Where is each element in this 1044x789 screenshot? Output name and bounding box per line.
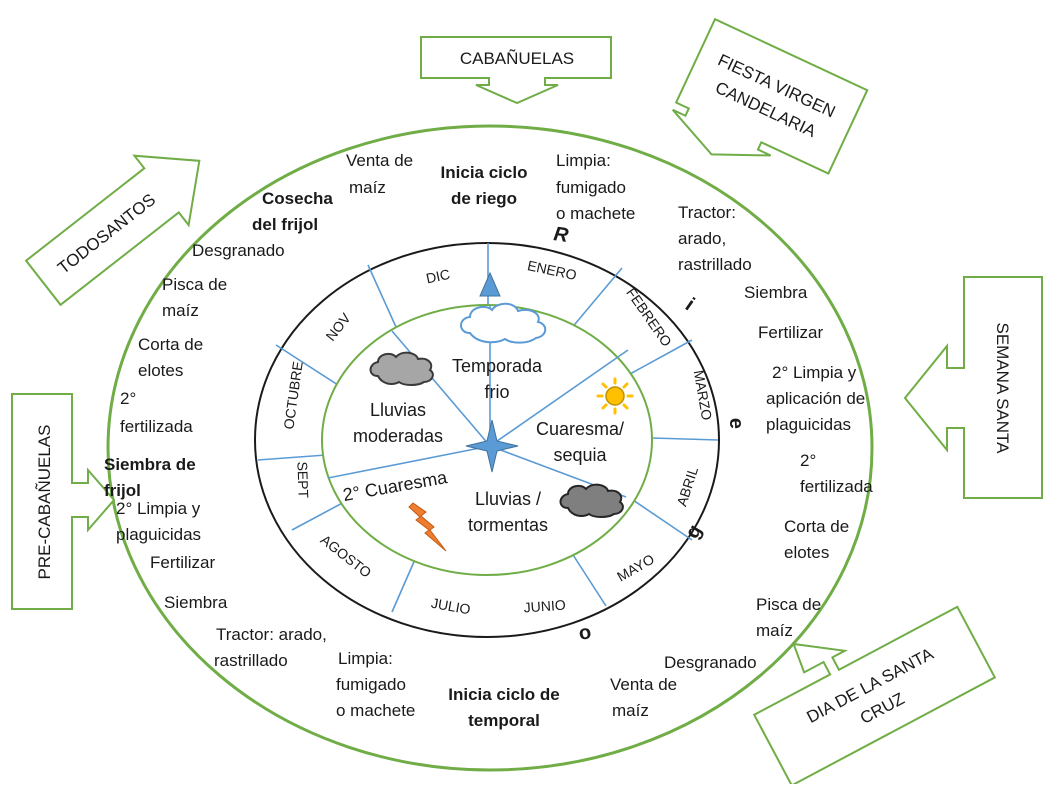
lightning-icon [408, 502, 447, 552]
act-siembra-left: Siembra [164, 593, 228, 612]
act-corta-right-2: elotes [784, 543, 829, 562]
act-tractor-top-2: arado, [678, 229, 726, 248]
season-cuaresma-line2: sequia [553, 445, 607, 465]
divider-febrero-marzo [629, 339, 693, 375]
act-pisca-left-1: Pisca de [162, 275, 227, 294]
act-tractor-top-1: Tractor: [678, 203, 736, 222]
riego-letter-e: e [725, 417, 747, 429]
act-inicia-temporal-1: Inicia ciclo de [448, 685, 560, 704]
callout-santa-cruz: DIA DE LA SANTA CRUZ [752, 605, 997, 787]
divider-abril-mayo [629, 497, 693, 541]
act-limpia-bottom-2: fumigado [336, 675, 406, 694]
callout-todosantos: TODOSANTOS [24, 154, 201, 307]
divider-agosto-sept [291, 499, 349, 531]
act-cosecha-frijol-2: del frijol [252, 215, 318, 234]
divider-octubre-nov [275, 344, 339, 386]
riego-letter-r: R [552, 223, 570, 247]
act-fert2-left-2: fertilizada [120, 417, 193, 436]
act-tractor-top-3: rastrillado [678, 255, 752, 274]
divider-marzo-abril [651, 437, 719, 441]
month-junio: JUNIO [523, 597, 566, 616]
callout-fiesta-candelaria: FIESTA VIRGEN CANDELARIA [671, 17, 869, 175]
act-fert2-left-1: 2° [120, 389, 136, 408]
spoke-sw [327, 445, 491, 479]
act-tractor-bottom-1: Tractor: arado, [216, 625, 327, 644]
month-julio: JULIO [430, 595, 472, 618]
act-siembra-right: Siembra [744, 283, 808, 302]
act-limpia2-left-1: 2° Limpia y [116, 499, 201, 518]
spoke-nw [391, 330, 491, 447]
arrow-todosantos [24, 154, 201, 307]
act-limpia-top-3: o machete [556, 204, 635, 223]
riego-start-marker [479, 271, 501, 297]
act-inicia-temporal-2: temporal [468, 711, 540, 730]
act-pisca-right-2: maíz [756, 621, 793, 640]
season-moderadas-line1: Lluvias [370, 400, 426, 420]
act-venta-maiz-top-1: Venta de [346, 151, 413, 170]
act-desgranado-left: Desgranado [192, 241, 285, 260]
act-fertilizar-left: Fertilizar [150, 553, 216, 572]
label-semana-santa: SEMANA SANTA [993, 323, 1012, 455]
arrow-cabanuelas [420, 36, 612, 105]
act-siembra-frijol-1: Siembra de [104, 455, 196, 474]
act-desgranado-right: Desgranado [664, 653, 757, 672]
act-fertilizar-right: Fertilizar [758, 323, 824, 342]
callout-precabanuelas: PRE-CABAÑUELAS [11, 393, 116, 610]
season-moderadas-line2: moderadas [353, 426, 443, 446]
spoke-ne [489, 349, 629, 447]
act-venta-maiz-top-2: maíz [349, 178, 386, 197]
act-inicia-riego-1: Inicia ciclo [441, 163, 528, 182]
month-sept: SEPT [294, 461, 311, 499]
season-tormentas-line2: tormentas [468, 515, 548, 535]
act-corta-left-2: elotes [138, 361, 183, 380]
divider-enero-febrero [569, 267, 623, 331]
callout-cabanuelas: CABAÑUELAS [420, 36, 612, 105]
callout-semana-santa: SEMANA SANTA [903, 276, 1043, 499]
arrow-santa-cruz [752, 605, 997, 787]
label-cabanuelas: CABAÑUELAS [460, 49, 574, 68]
act-fert2-right-2: fertilizada [800, 477, 873, 496]
center-star-icon [465, 419, 519, 473]
storm-cloud-icon [559, 483, 624, 518]
act-limpia2-right-2: aplicación de [766, 389, 865, 408]
label-precabanuelas: PRE-CABAÑUELAS [35, 425, 54, 580]
act-limpia-bottom-1: Limpia: [338, 649, 393, 668]
act-inicia-riego-2: de riego [451, 189, 517, 208]
act-siembra-frijol-2: frijol [104, 481, 141, 500]
arrow-semana-santa [903, 276, 1043, 499]
act-limpia2-right-3: plaguicidas [766, 415, 851, 434]
season-frio-line1: Temporada [452, 356, 543, 376]
act-pisca-right-1: Pisca de [756, 595, 821, 614]
act-venta-maiz-bottom-2: maíz [612, 701, 649, 720]
act-limpia2-left-2: plaguicidas [116, 525, 201, 544]
act-venta-maiz-bottom-1: Venta de [610, 675, 677, 694]
act-limpia-top-2: fumigado [556, 178, 626, 197]
act-limpia2-right-1: 2° Limpia y [772, 363, 857, 382]
act-pisca-left-2: maíz [162, 301, 199, 320]
sun-icon [596, 377, 634, 415]
outer-green-ellipse [106, 124, 874, 772]
season-frio-line2: frio [484, 382, 509, 402]
arrow-precabanuelas [11, 393, 116, 610]
divider-sept-octubre [257, 454, 327, 461]
season-cuaresma-line1: Cuaresma/ [536, 419, 624, 439]
act-corta-left-1: Corta de [138, 335, 203, 354]
divider-nov-dic [367, 264, 397, 328]
cloud-icon [460, 302, 547, 344]
month-dic: DIC [424, 266, 451, 287]
act-fert2-right-1: 2° [800, 451, 816, 470]
arrow-fiesta [671, 17, 869, 175]
riego-letter-o: o [577, 621, 593, 645]
act-corta-right-1: Corta de [784, 517, 849, 536]
riego-letter-i: i [681, 294, 698, 315]
act-limpia-top-1: Limpia: [556, 151, 611, 170]
act-tractor-bottom-2: rastrillado [214, 651, 288, 670]
rain-cloud-icon [369, 351, 434, 386]
act-limpia-bottom-3: o machete [336, 701, 415, 720]
act-cosecha-frijol-1: Cosecha [262, 189, 333, 208]
season-tormentas-line1: Lluvias / [475, 489, 541, 509]
